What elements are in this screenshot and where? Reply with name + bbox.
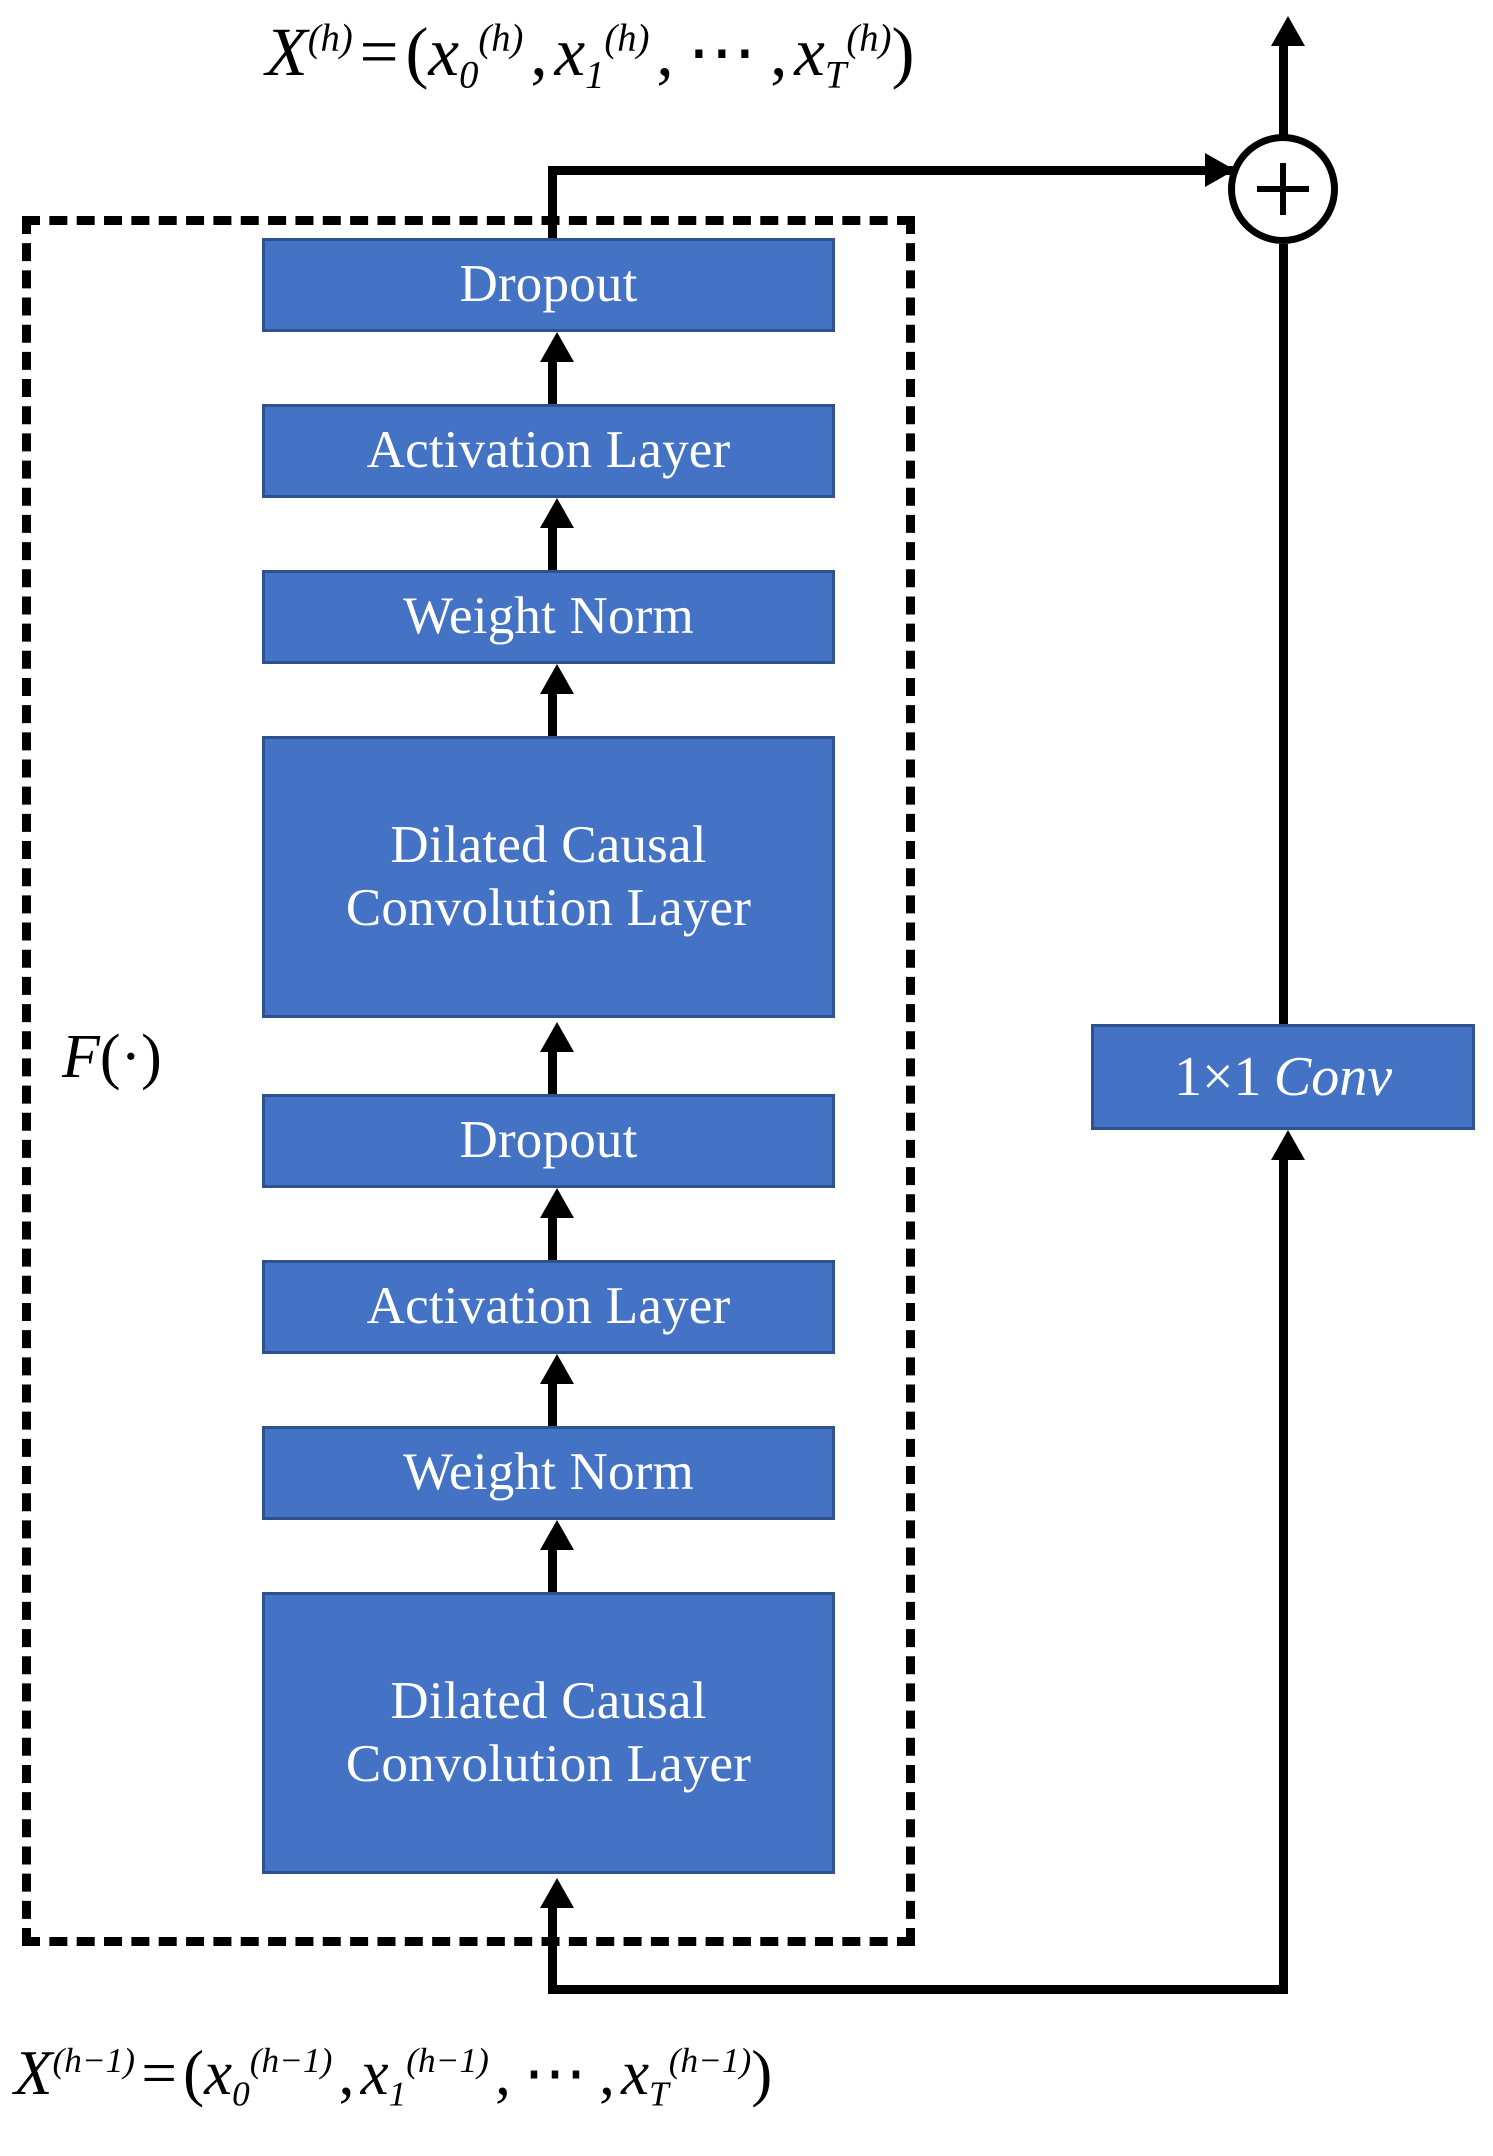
- connector-dropout2-up: [548, 166, 557, 240]
- layer-box-activation-2[interactable]: Activation Layer: [262, 404, 835, 498]
- connector-skip-bus-to-conv: [1279, 1160, 1288, 1988]
- arrowhead-dropout1-to-conv2: [540, 1022, 574, 1052]
- arrowhead-skip-into-conv: [1271, 1130, 1305, 1160]
- connector-wn2-to-act2: [548, 528, 557, 570]
- layer-box-weight-norm-1[interactable]: Weight Norm: [262, 1426, 835, 1520]
- connector-wn1-to-act1: [548, 1384, 557, 1426]
- layer-box-weight-norm-2[interactable]: Weight Norm: [262, 570, 835, 664]
- layer-box-dropout-1[interactable]: Dropout: [262, 1094, 835, 1188]
- arrowhead-conv1-to-wn1: [540, 1520, 574, 1550]
- layer-box-dropout-2[interactable]: Dropout: [262, 238, 835, 332]
- input-sequence-formula: X(h−1)=(x0(h−1),x1(h−1),⋯,xT(h−1)): [14, 2038, 773, 2114]
- residual-block-dashed-boundary: [22, 216, 915, 1946]
- connector-residual-top-bus: [548, 166, 1238, 175]
- layer-box-activation-1[interactable]: Activation Layer: [262, 1260, 835, 1354]
- skip-conv-operation-label: Conv: [1273, 1046, 1393, 1108]
- connector-add-to-output: [1279, 46, 1288, 136]
- connector-act1-to-dropout1: [548, 1218, 557, 1260]
- skip-conv-kernel-label: 1×1: [1173, 1046, 1262, 1108]
- arrowhead-output: [1271, 16, 1305, 46]
- connector-conv2-to-wn2: [548, 694, 557, 736]
- connector-dropout1-to-conv2: [548, 1052, 557, 1094]
- arrowhead-wn2-to-act2: [540, 498, 574, 528]
- plus-icon-vertical-stroke: [1280, 163, 1286, 215]
- layer-box-dilated-causal-convolution-1[interactable]: Dilated Causal Convolution Layer: [262, 1592, 835, 1874]
- connector-input-to-conv1: [548, 1908, 557, 1994]
- output-sequence-formula: X(h)=(x0(h),x1(h),⋯,xT(h)): [265, 14, 915, 97]
- connector-conv1-to-wn1: [548, 1550, 557, 1592]
- residual-function-label: F(·): [62, 1023, 162, 1091]
- arrowhead-conv2-to-wn2: [540, 664, 574, 694]
- connector-skipconv-to-add: [1279, 244, 1288, 1026]
- arrowhead-act2-to-dropout2: [540, 332, 574, 362]
- connector-input-bottom-bus: [548, 1985, 1288, 1994]
- arrowhead-act1-to-dropout1: [540, 1188, 574, 1218]
- arrowhead-wn1-to-act1: [540, 1354, 574, 1384]
- residual-add-node[interactable]: [1228, 134, 1338, 244]
- connector-act2-to-dropout2: [548, 362, 557, 404]
- layer-box-dilated-causal-convolution-2[interactable]: Dilated Causal Convolution Layer: [262, 736, 835, 1018]
- arrowhead-input-to-conv1: [540, 1878, 574, 1908]
